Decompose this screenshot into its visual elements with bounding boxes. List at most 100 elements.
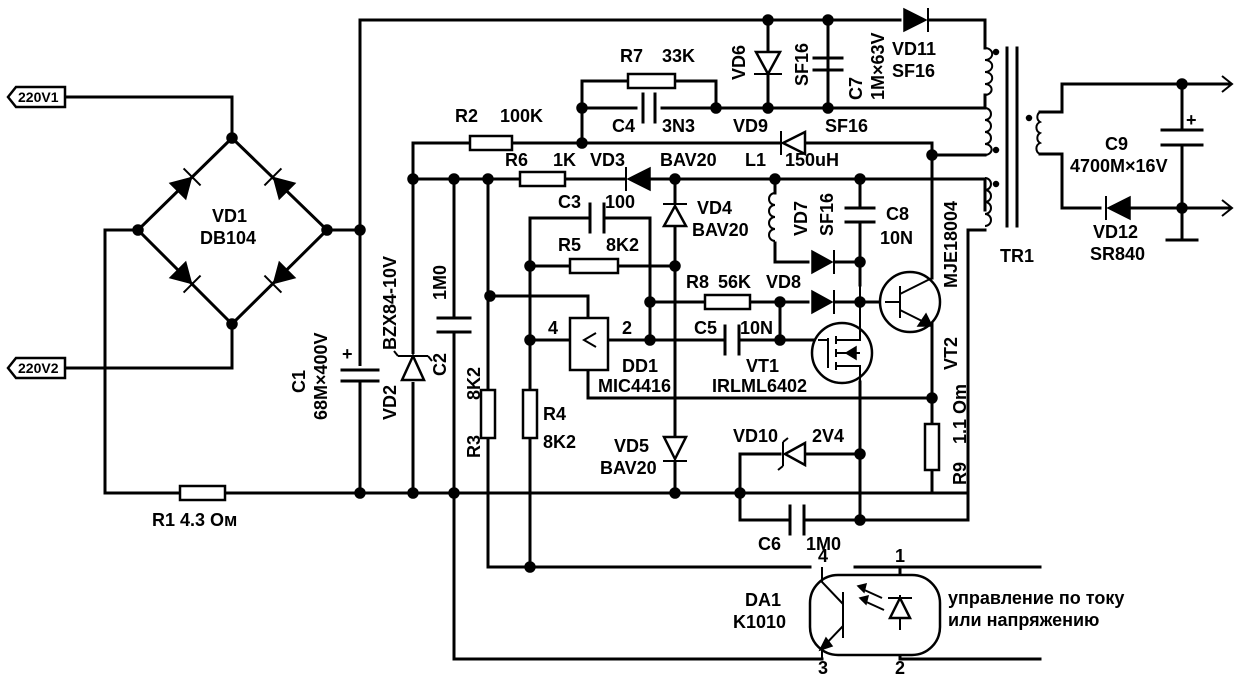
- r2-label: R2: [455, 106, 478, 126]
- c3-label: C3: [558, 192, 581, 212]
- c3-value: 100: [605, 192, 635, 212]
- c1-label: C1: [289, 370, 309, 393]
- r5-value: 8K2: [606, 235, 639, 255]
- resistor-r4: [521, 388, 539, 440]
- vd7-label: VD7: [791, 201, 811, 236]
- vd11-label: VD11: [892, 39, 936, 59]
- c1-value: 68M×400V: [311, 332, 331, 420]
- capacitor-c8: [844, 206, 876, 224]
- r4-value: 8K2: [543, 432, 576, 452]
- diode-vd4: [661, 203, 689, 228]
- r7-label: R7: [620, 46, 643, 66]
- vd7-type: SF16: [817, 193, 837, 236]
- da1-pin4: 4: [818, 546, 828, 566]
- resistor-r2: [468, 134, 514, 152]
- capacitor-c5: [723, 324, 741, 356]
- input-tag-220v2: 220V2: [6, 356, 67, 380]
- tr1-label: TR1: [1000, 246, 1034, 266]
- r6-value: 1K: [553, 150, 576, 170]
- capacitor-c2: [436, 316, 472, 334]
- vd5-type: BAV20: [600, 458, 657, 478]
- r9-label: R9: [950, 462, 970, 485]
- diode-vd7: [811, 249, 835, 275]
- l1-label: L1: [745, 150, 766, 170]
- inductor-l1: [768, 192, 776, 242]
- r1-label: R1 4.3 Ом: [152, 510, 237, 530]
- vd4-type: BAV20: [692, 220, 749, 240]
- da1-pin3: 3: [818, 658, 828, 678]
- c8-label: C8: [886, 204, 909, 224]
- l1-value: 150uH: [785, 150, 839, 170]
- diode-vd3: [625, 166, 651, 192]
- da1-pin2: 2: [895, 658, 905, 678]
- diode-vd5: [661, 435, 689, 462]
- capacitor-c6: [788, 504, 806, 536]
- control-note-line1: управление по току: [948, 588, 1124, 608]
- resistor-r3: [479, 388, 497, 440]
- c4-value: 3N3: [662, 116, 695, 136]
- diode-vd11: [903, 7, 929, 33]
- bjt-vt2: [878, 270, 942, 334]
- vd10-label: VD10: [733, 426, 778, 446]
- vd8-label: VD8: [766, 272, 801, 292]
- c6-label: C6: [758, 534, 781, 554]
- resistor-r9: [923, 422, 941, 472]
- optocoupler-da1: [808, 567, 942, 659]
- vd3-label: VD3: [590, 150, 625, 170]
- r4-label: R4: [543, 404, 566, 424]
- c9-plus: +: [1186, 110, 1197, 130]
- bridge-vd1: [168, 167, 297, 294]
- transformer-tr1: [984, 46, 1043, 228]
- dd1-type: MIC4416: [598, 376, 671, 396]
- resistor-r6: [518, 170, 567, 188]
- capacitor-c7: [812, 56, 844, 72]
- vd2-type: BZX84-10V: [380, 256, 400, 350]
- r2-value: 100K: [500, 106, 543, 126]
- wires: [63, 18, 1232, 661]
- r8-value: 56K: [718, 272, 751, 292]
- vd5-label: VD5: [614, 436, 649, 456]
- da1-label: DA1: [745, 590, 781, 610]
- c4-label: C4: [612, 116, 635, 136]
- zener-vd10: [777, 437, 807, 471]
- vd2-label: VD2: [380, 385, 400, 420]
- diode-vd9: [780, 129, 807, 157]
- dd1-pin4: 4: [548, 318, 558, 338]
- c7-label: C7: [846, 77, 866, 100]
- vt2-label: VT2: [941, 337, 961, 370]
- dd1-pin2: 2: [622, 318, 632, 338]
- vd9-type: SF16: [825, 116, 868, 136]
- control-note-line2: или напряжению: [948, 610, 1099, 630]
- c5-label: C5: [694, 318, 717, 338]
- r6-label: R6: [505, 150, 528, 170]
- vd1-type: DB104: [200, 228, 256, 248]
- input-tag-220v1: 220V1: [6, 85, 67, 109]
- vd6-type: SF16: [792, 43, 812, 86]
- vd12-label: VD12: [1093, 222, 1138, 242]
- diode-vd8: [811, 289, 835, 315]
- vt1-label: VT1: [746, 356, 779, 376]
- mosfet-vt1: [810, 285, 874, 385]
- junction-dots: [132, 14, 1188, 573]
- r8-label: R8: [686, 272, 709, 292]
- vd12-type: SR840: [1090, 244, 1145, 264]
- vd6-label: VD6: [729, 45, 749, 80]
- c6-value: 1M0: [806, 534, 841, 554]
- c2-label: C2: [430, 353, 450, 376]
- vd3-type: BAV20: [660, 150, 717, 170]
- c1-plus: +: [342, 344, 353, 364]
- c8-value: 10N: [880, 228, 913, 248]
- vd4-label: VD4: [697, 198, 732, 218]
- resistor-r1: [178, 484, 227, 502]
- driver-dd1: [568, 316, 610, 372]
- c9-value: 4700M×16V: [1070, 156, 1168, 176]
- r3-value: 8K2: [464, 367, 484, 400]
- c9-label: C9: [1105, 134, 1128, 154]
- vd9-label: VD9: [733, 116, 768, 136]
- vd10-type: 2V4: [812, 426, 844, 446]
- vt2-type: MJE18004: [941, 201, 961, 288]
- c5-value: 10N: [740, 318, 773, 338]
- da1-type: K1010: [733, 612, 786, 632]
- diode-vd6: [753, 50, 783, 77]
